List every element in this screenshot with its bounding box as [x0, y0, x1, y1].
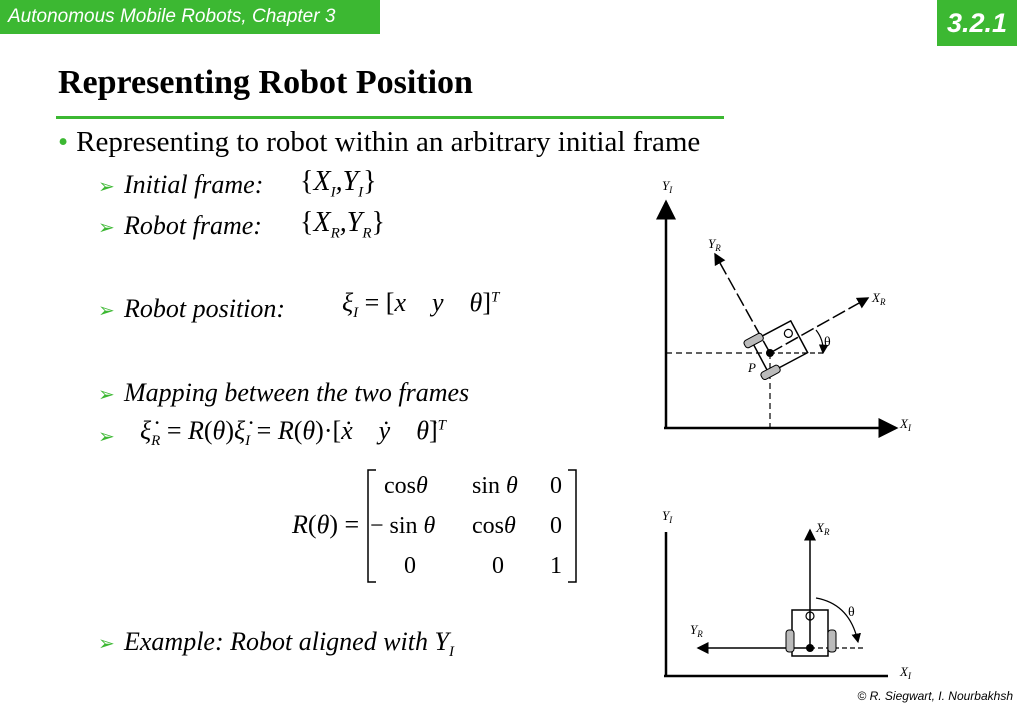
mapping-label: Mapping between the two frames: [124, 378, 470, 407]
robot-position-formula: ξI = [x y θ]T: [342, 288, 500, 322]
slide-title: Representing Robot Position: [58, 64, 473, 101]
robot-position-label: Robot position:: [124, 294, 286, 323]
copyright-footer: © R. Siegwart, I. Nourbakhsh: [857, 689, 1013, 703]
item-initial-frame: ➢ Initial frame:: [98, 170, 263, 200]
example-subscript: I: [448, 644, 454, 661]
svg-text:0: 0: [550, 513, 562, 539]
arrow-icon: ➢: [98, 384, 115, 406]
rotation-matrix-lhs: R(θ) =: [292, 510, 360, 539]
initial-frame-formula: {XI,YI}: [300, 166, 377, 201]
item-example: ➢ Example: Robot aligned with YI: [98, 627, 454, 661]
svg-text:YR: YR: [708, 236, 721, 253]
svg-text:θ: θ: [848, 605, 855, 620]
arrow-icon: ➢: [98, 633, 115, 655]
section-number-badge: 3.2.1: [937, 0, 1017, 46]
robot-body-icon: [785, 609, 837, 657]
robot-frame-label: Robot frame:: [124, 211, 262, 240]
aligned-robot-diagram: YI XI XR YR θ: [662, 508, 912, 681]
arrow-icon: ➢: [98, 217, 115, 239]
rotation-matrix: cosθ sin θ 0 − sin θ cosθ 0 0 0 1: [367, 469, 577, 583]
item-mapping-equation-marker: ➢: [98, 420, 124, 450]
svg-text:sin θ: sin θ: [472, 473, 518, 499]
svg-text:P: P: [747, 360, 756, 375]
arrow-icon: ➢: [98, 300, 115, 322]
arrow-icon: ➢: [98, 176, 115, 198]
svg-text:1: 1: [550, 553, 562, 579]
svg-text:XI: XI: [899, 664, 912, 681]
svg-text:XR: XR: [871, 290, 886, 307]
svg-text:XI: XI: [899, 416, 912, 433]
svg-text:0: 0: [404, 553, 416, 579]
robot-frame-diagram: YI XI YR XR θ P: [656, 178, 912, 438]
title-underline: [56, 116, 724, 119]
main-bullet-text: Representing to robot within an arbitrar…: [76, 126, 701, 158]
svg-text:0: 0: [550, 473, 562, 499]
example-label: Example: Robot aligned with Y: [124, 627, 449, 656]
svg-text:cosθ: cosθ: [472, 513, 516, 539]
svg-text:− sin θ: − sin θ: [370, 513, 436, 539]
bullet-dot: •: [58, 126, 69, 158]
initial-frame-label: Initial frame:: [124, 170, 264, 199]
svg-text:θ: θ: [824, 335, 831, 350]
svg-text:XR: XR: [815, 520, 830, 537]
svg-text:0: 0: [492, 553, 504, 579]
svg-text:YR: YR: [690, 622, 703, 639]
item-mapping: ➢ Mapping between the two frames: [98, 378, 469, 408]
main-bullet: •Representing to robot within an arbitra…: [58, 126, 700, 159]
item-robot-frame: ➢ Robot frame:: [98, 211, 262, 241]
robot-x-axis: [769, 297, 870, 354]
item-robot-position: ➢ Robot position:: [98, 294, 285, 324]
svg-text:YI: YI: [662, 178, 673, 195]
robot-frame-formula: {XR,YR}: [300, 207, 385, 242]
arrow-icon: ➢: [98, 426, 115, 448]
robot-body-icon: [743, 319, 809, 381]
course-tag: Autonomous Mobile Robots, Chapter 3: [0, 0, 380, 34]
mapping-equation: ξ̇R = R(θ)ξ̇I = R(θ)·[ẋ ẏ θ̇]T: [140, 416, 447, 450]
svg-text:YI: YI: [662, 508, 673, 525]
svg-text:cosθ: cosθ: [384, 473, 428, 499]
